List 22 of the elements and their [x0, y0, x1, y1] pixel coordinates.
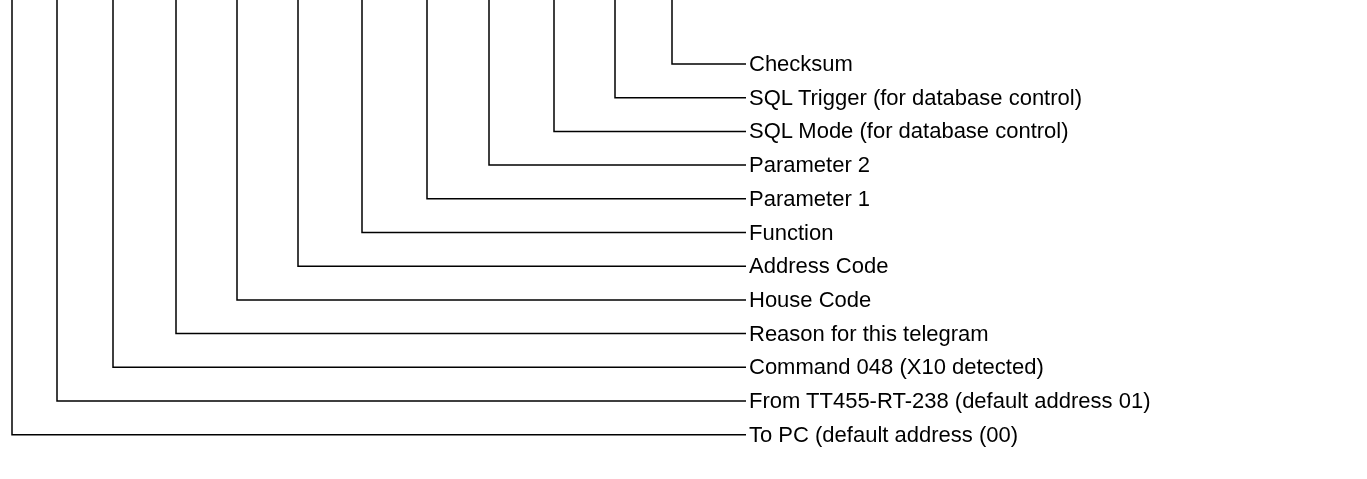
field-label: SQL Trigger (for database control): [746, 84, 1082, 111]
field-label: Reason for this telegram: [746, 320, 989, 347]
leader-line: [361, 0, 747, 234]
leader-line: [614, 0, 747, 99]
leader-line: [175, 0, 747, 335]
field-label: Address Code: [746, 253, 889, 280]
leader-line: [236, 0, 747, 301]
field-label: From TT455-RT-238 (default address 01): [746, 388, 1151, 414]
field-label: House Code: [746, 286, 872, 313]
leader-line: [112, 0, 747, 369]
field-label: To PC (default address (00): [746, 421, 1019, 448]
field-label: Parameter 1: [746, 185, 871, 212]
leader-line: [553, 0, 747, 133]
field-label: Parameter 2: [746, 152, 871, 179]
leader-line: [488, 0, 747, 166]
field-label: Function: [746, 219, 834, 246]
leader-line: [426, 0, 747, 200]
field-label: Checksum: [746, 51, 853, 77]
leader-line: [671, 0, 747, 65]
leader-line: [297, 0, 747, 267]
field-label: Command 048 (X10 detected): [746, 354, 1044, 381]
field-label: SQL Mode (for database control): [746, 118, 1069, 145]
